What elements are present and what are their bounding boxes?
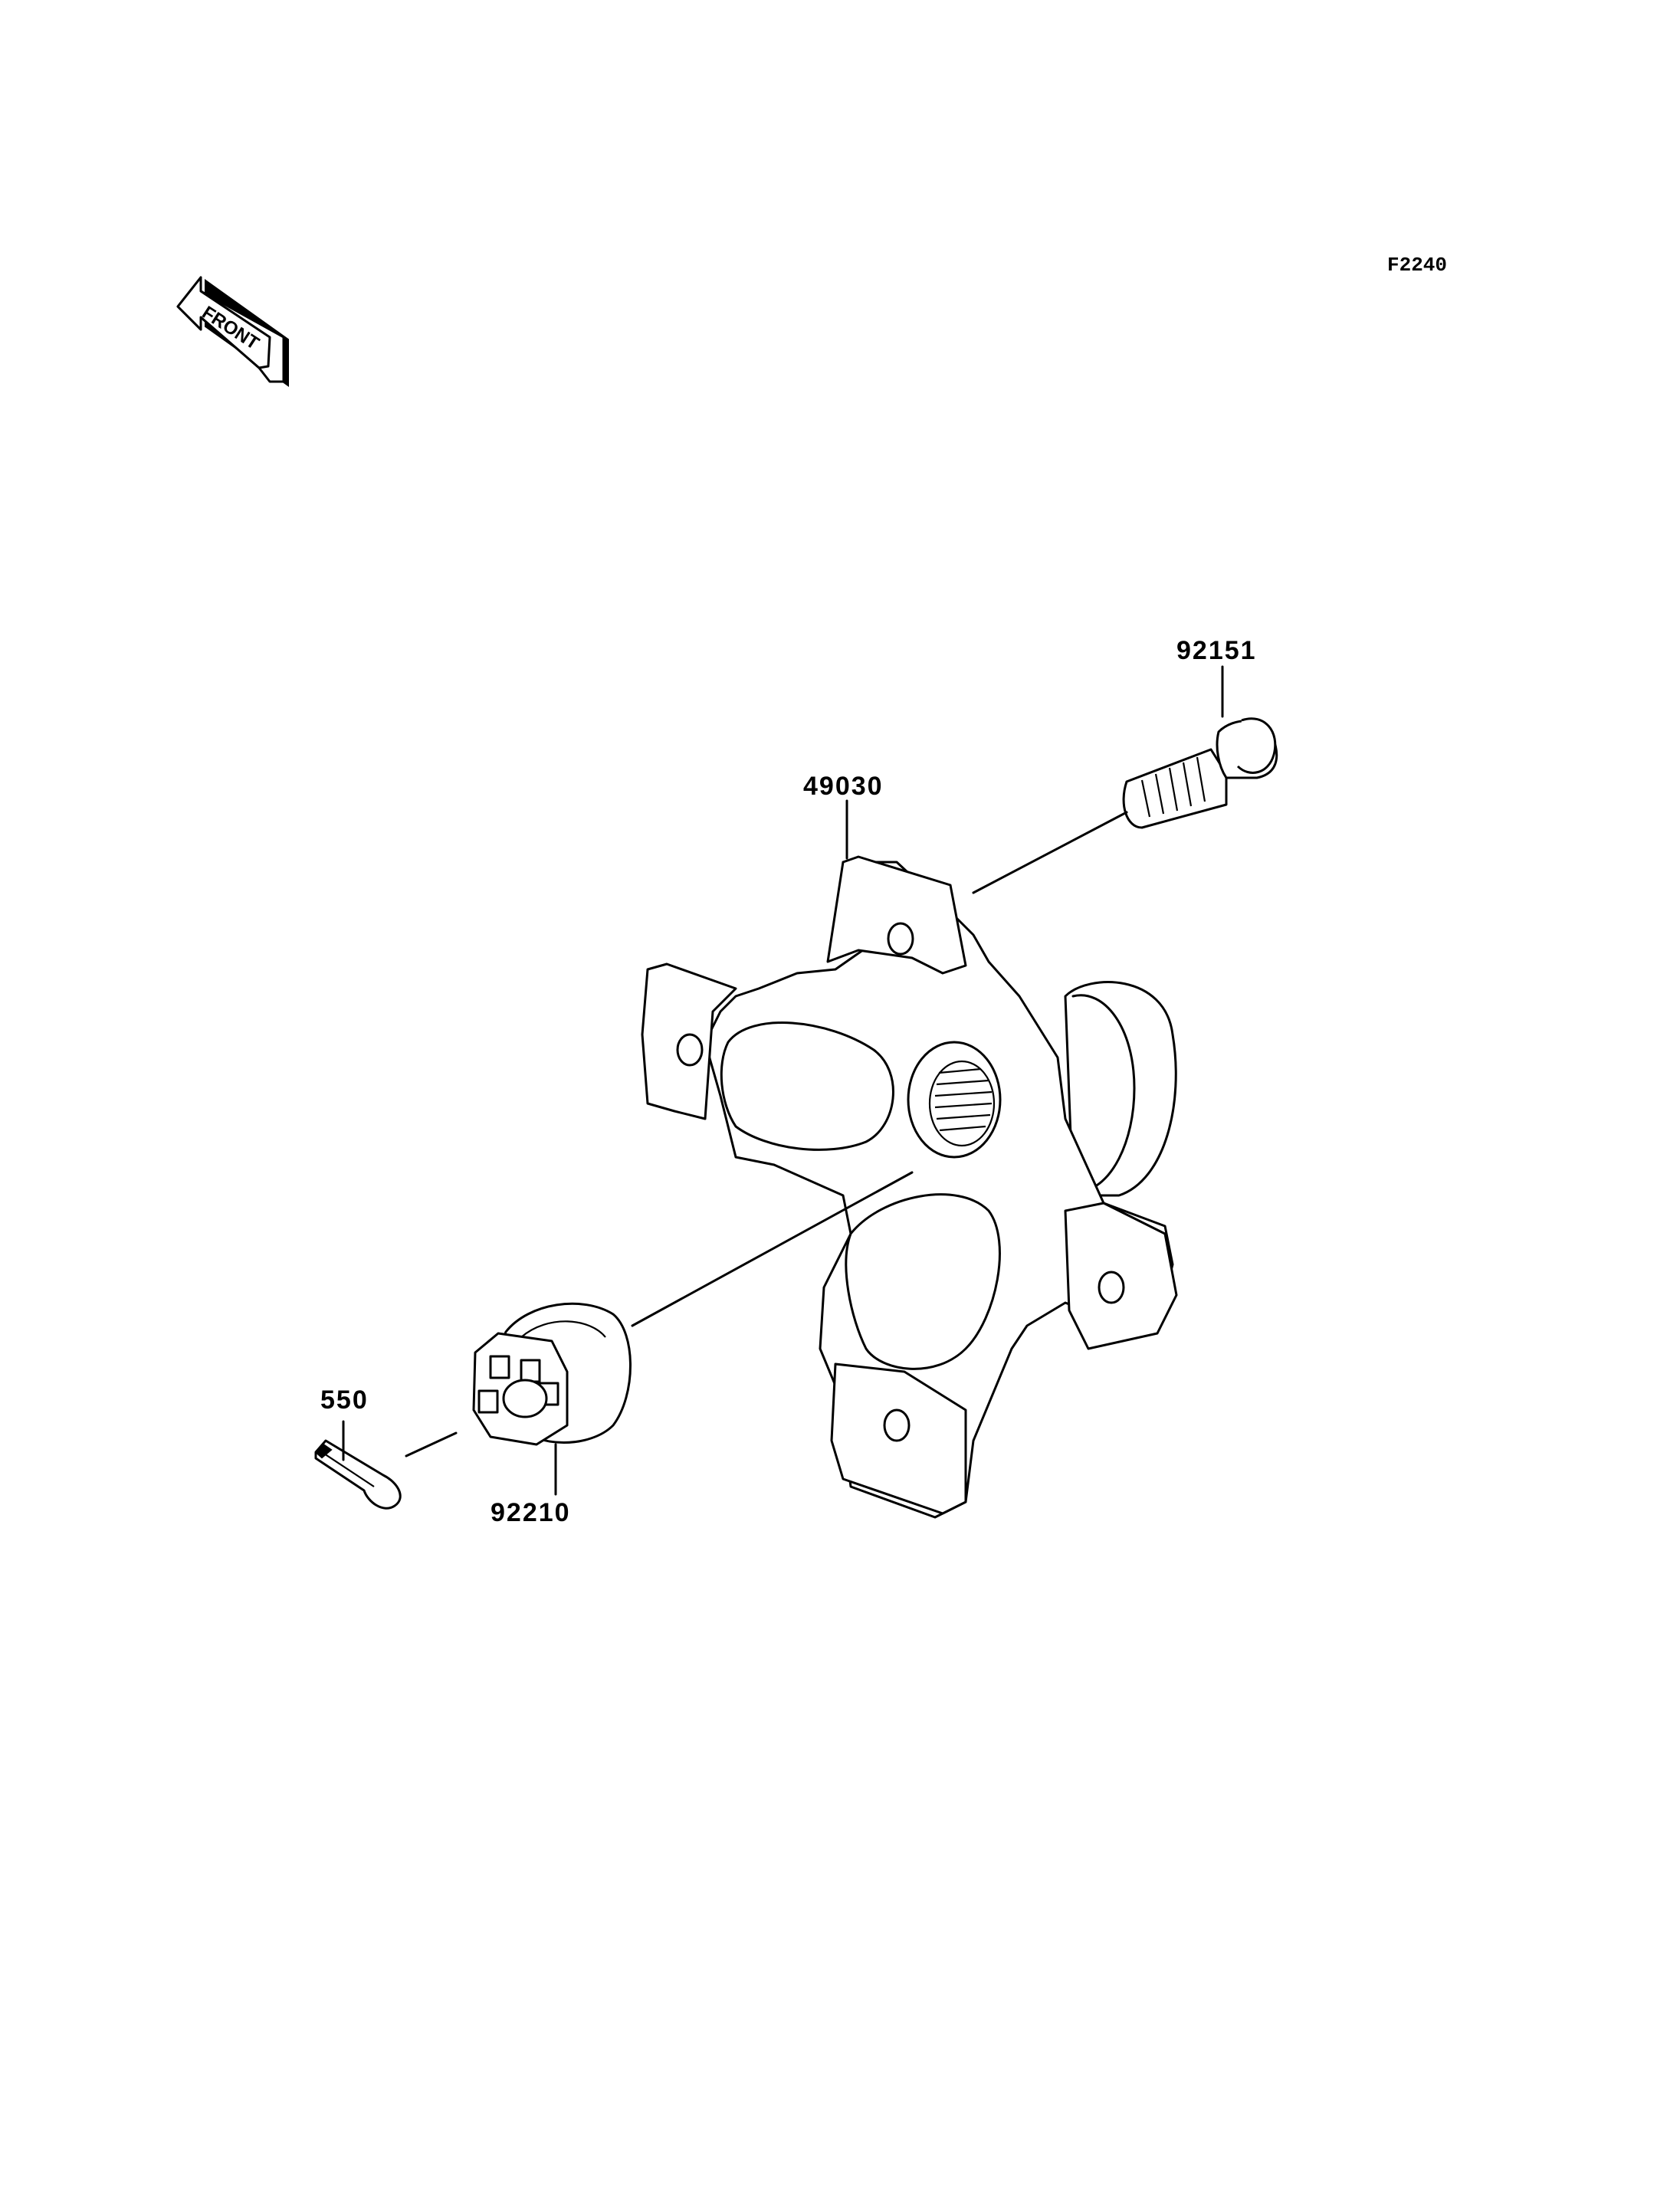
castle-nut-icon [472, 1302, 632, 1446]
part-number-49030: 49030 [803, 772, 884, 801]
cotter-pin-icon [314, 1439, 402, 1510]
figure-id: F2240 [1387, 254, 1447, 277]
part-number-92210: 92210 [491, 1498, 571, 1527]
part-number-550: 550 [320, 1385, 369, 1415]
front-direction-arrow-icon: FRONT [176, 276, 289, 387]
wheel-stud-bolt-icon [1122, 717, 1278, 829]
wheel-hub-icon [641, 855, 1178, 1519]
spline-teeth [934, 1067, 993, 1132]
leader-lines [342, 665, 1224, 1496]
part-number-92151: 92151 [1176, 636, 1257, 665]
